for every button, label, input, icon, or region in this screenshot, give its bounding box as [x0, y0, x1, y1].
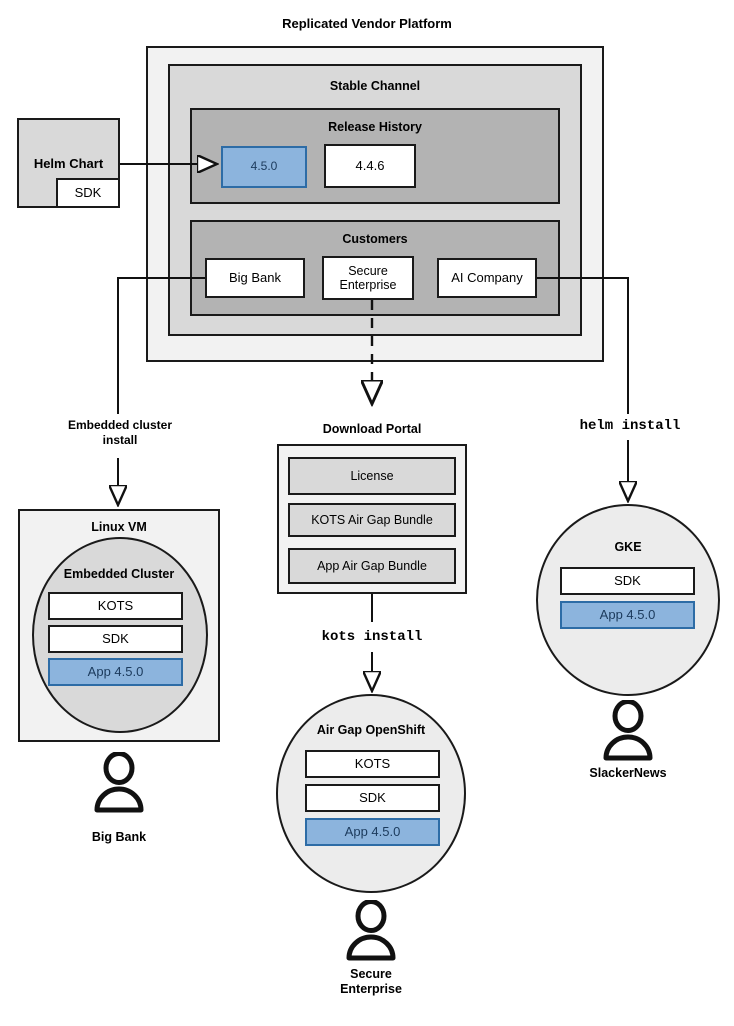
- artifact-license[interactable]: License: [288, 457, 456, 495]
- openshift-component-sdk[interactable]: SDK: [305, 784, 440, 812]
- release-4-4-6[interactable]: 4.4.6: [324, 144, 416, 188]
- page-title: Replicated Vendor Platform: [282, 16, 452, 31]
- customer-big-bank[interactable]: Big Bank: [205, 258, 305, 298]
- customer-label-slackernews: SlackerNews: [589, 766, 667, 780]
- embedded-cluster-install-line2: install: [102, 432, 138, 447]
- target-air-gap-openshift-label: Air Gap OpenShift: [316, 723, 426, 737]
- linux-vm-component-sdk[interactable]: SDK: [48, 625, 183, 653]
- person-icon-secure-enterprise: [342, 899, 400, 967]
- openshift-component-app[interactable]: App 4.5.0: [305, 818, 440, 846]
- customers-label: Customers: [342, 232, 408, 246]
- gke-component-app[interactable]: App 4.5.0: [560, 601, 695, 629]
- embedded-cluster-label: Embedded Cluster: [63, 567, 175, 581]
- linux-vm-component-kots[interactable]: KOTS: [48, 592, 183, 620]
- gke-component-sdk[interactable]: SDK: [560, 567, 695, 595]
- linux-vm-component-app[interactable]: App 4.5.0: [48, 658, 183, 686]
- helm-install-label: helm install: [579, 418, 681, 434]
- artifact-app-air-gap-bundle[interactable]: App Air Gap Bundle: [288, 548, 456, 584]
- customer-label-secure-enterprise: Secure Enterprise: [311, 967, 431, 998]
- customer-label-big-bank: Big Bank: [91, 830, 147, 844]
- kots-install-label: kots install: [321, 629, 423, 645]
- person-icon-slackernews: [599, 699, 657, 767]
- release-4-5-0[interactable]: 4.5.0: [221, 146, 307, 188]
- target-gke-label: GKE: [614, 540, 642, 554]
- helm-chart-label: Helm Chart: [33, 156, 104, 171]
- artifact-kots-air-gap-bundle[interactable]: KOTS Air Gap Bundle: [288, 503, 456, 537]
- download-portal-label: Download Portal: [322, 422, 422, 436]
- helm-chart-sdk-box[interactable]: SDK: [56, 178, 120, 208]
- customer-secure-enterprise[interactable]: Secure Enterprise: [322, 256, 414, 300]
- secure-enterprise-line1: Secure: [350, 967, 392, 981]
- person-icon-big-bank: [90, 751, 148, 819]
- release-history-label: Release History: [328, 120, 422, 134]
- target-linux-vm-label: Linux VM: [91, 520, 147, 534]
- customer-ai-company[interactable]: AI Company: [437, 258, 537, 298]
- openshift-component-kots[interactable]: KOTS: [305, 750, 440, 778]
- secure-enterprise-line2: Enterprise: [340, 982, 402, 997]
- target-gke-ellipse: [536, 504, 720, 696]
- embedded-cluster-install-label: Embedded cluster install: [45, 418, 195, 447]
- stable-channel-label: Stable Channel: [329, 79, 421, 93]
- embedded-cluster-install-line1: Embedded cluster: [67, 418, 173, 432]
